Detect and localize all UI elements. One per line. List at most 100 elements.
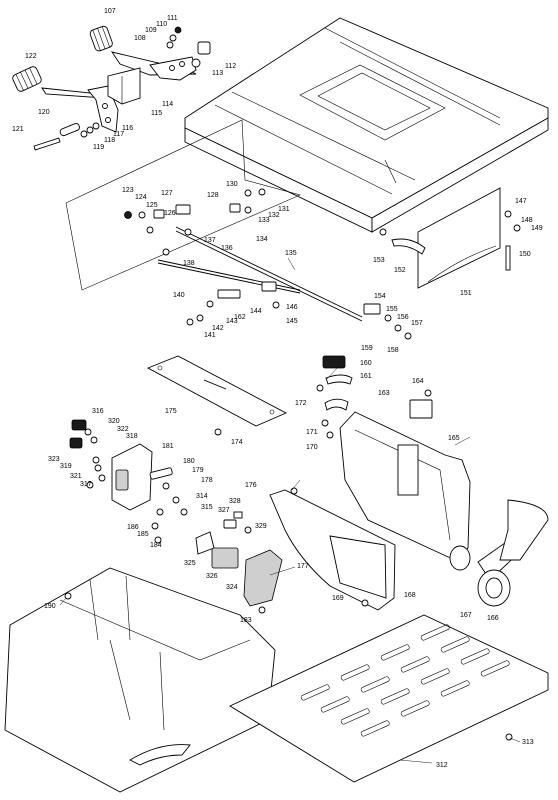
label-186: 186: [127, 524, 139, 531]
label-107: 107: [104, 8, 116, 15]
label-312: 312: [436, 762, 448, 769]
label-170: 170: [306, 444, 318, 451]
label-150: 150: [519, 251, 531, 258]
label-147: 147: [515, 198, 527, 205]
bottom-plate: [229, 614, 549, 783]
label-111: 111: [167, 15, 178, 22]
vent-slots: [300, 624, 510, 737]
label-154: 154: [374, 293, 386, 300]
blade-guard: [269, 487, 396, 611]
label-121: 121: [12, 126, 24, 133]
label-178: 178: [201, 477, 213, 484]
label-135: 135: [285, 250, 297, 257]
label-325: 325: [184, 560, 196, 567]
label-159: 159: [361, 345, 373, 352]
label-177: 177: [297, 563, 309, 570]
label-117: 117: [113, 131, 124, 138]
label-145: 145: [286, 318, 298, 325]
label-133: 133: [258, 217, 270, 224]
label-327: 327: [218, 507, 230, 514]
label-320: 320: [108, 418, 120, 425]
label-131: 131: [278, 206, 290, 213]
label-166: 166: [487, 615, 499, 622]
label-146: 146: [286, 304, 298, 311]
label-318: 318: [126, 433, 138, 440]
throat-plate: [146, 355, 288, 436]
label-328: 328: [229, 498, 241, 505]
label-130: 130: [226, 181, 238, 188]
label-181: 181: [162, 443, 174, 450]
leader-lines: [59, 257, 521, 764]
label-127: 127: [161, 190, 173, 197]
label-174: 174: [231, 439, 243, 446]
label-116: 116: [122, 125, 133, 132]
label-171: 171: [306, 429, 318, 436]
label-141: 141: [204, 332, 216, 339]
label-140: 140: [173, 292, 185, 299]
switch-parts: [69, 419, 283, 614]
label-167: 167: [460, 612, 472, 619]
label-108: 108: [134, 35, 146, 42]
label-321: 321: [70, 473, 82, 480]
label-176: 176: [245, 482, 257, 489]
label-142: 142: [212, 325, 224, 332]
label-313: 313: [522, 739, 534, 746]
label-136: 136: [221, 245, 233, 252]
rail-brackets: [65, 119, 363, 326]
label-134: 134: [256, 236, 268, 243]
arm-assembly: [339, 411, 549, 607]
label-172: 172: [295, 400, 307, 407]
label-115: 115: [151, 110, 162, 117]
label-156: 156: [397, 314, 409, 321]
miter-gauge-parts: [12, 25, 211, 151]
label-113: 113: [212, 70, 223, 77]
label-112: 112: [225, 63, 236, 70]
label-114: 114: [162, 101, 173, 108]
bevel-scale-parts: [363, 187, 521, 340]
label-183: 183: [240, 617, 252, 624]
label-153: 153: [373, 257, 385, 264]
label-144: 144: [250, 308, 262, 315]
label-128: 128: [207, 192, 219, 199]
table-top: [184, 17, 549, 233]
label-123: 123: [122, 187, 134, 194]
label-185: 185: [137, 531, 149, 538]
label-120: 120: [38, 109, 50, 116]
label-168: 168: [404, 592, 416, 599]
label-118: 118: [104, 137, 115, 144]
label-132: 132: [268, 212, 280, 219]
label-169: 169: [332, 595, 344, 602]
handle-grip-122: [12, 66, 42, 92]
label-322: 322: [117, 426, 129, 433]
label-180: 180: [183, 458, 195, 465]
label-109: 109: [145, 27, 157, 34]
handle-grip-107: [89, 25, 113, 52]
label-163: 163: [378, 390, 390, 397]
part-labels: 107 111 110 109 108 112 113 122 114 115 …: [12, 8, 543, 769]
label-110: 110: [156, 21, 167, 28]
label-155: 155: [386, 306, 398, 313]
label-151: 151: [460, 290, 472, 297]
label-323: 323: [48, 456, 60, 463]
label-317: 317: [80, 481, 92, 488]
label-125: 125: [146, 202, 158, 209]
label-165: 165: [448, 435, 460, 442]
label-314: 314: [196, 493, 208, 500]
label-137: 137: [204, 237, 216, 244]
label-160: 160: [360, 360, 372, 367]
label-164: 164: [412, 378, 424, 385]
label-152: 152: [394, 267, 406, 274]
label-126: 126: [164, 210, 176, 217]
label-157: 157: [411, 320, 423, 327]
label-175: 175: [165, 408, 177, 415]
label-122: 122: [25, 53, 37, 60]
label-324: 324: [226, 584, 238, 591]
stand-base: [4, 567, 276, 793]
trunnion-small-parts: [316, 355, 433, 439]
label-148: 148: [521, 217, 533, 224]
label-326: 326: [206, 573, 218, 580]
label-316: 316: [92, 408, 104, 415]
label-179: 179: [192, 467, 204, 474]
label-315: 315: [201, 504, 213, 511]
